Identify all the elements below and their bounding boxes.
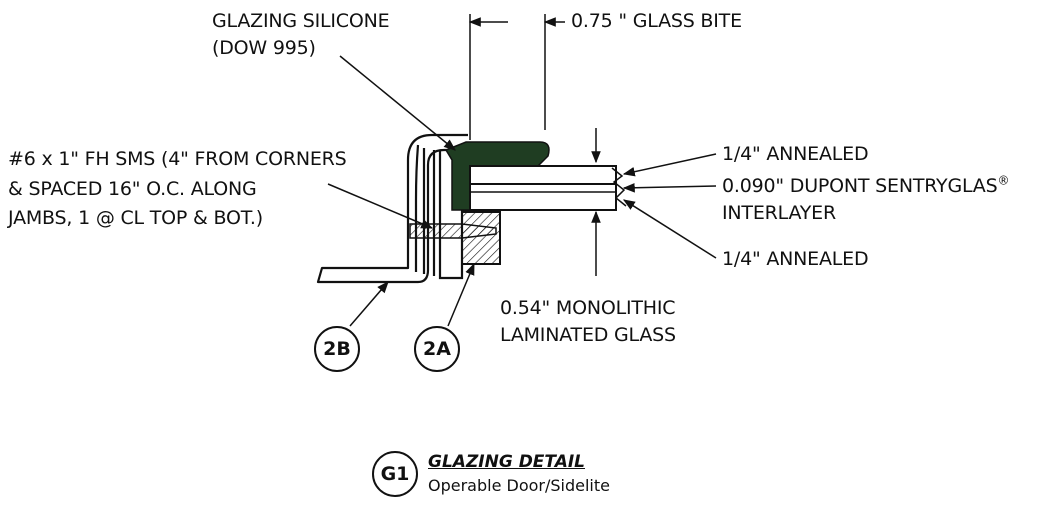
label-interlayer-2: INTERLAYER <box>722 202 836 224</box>
frame-angle-2b <box>316 133 468 284</box>
title-subtitle: Operable Door/Sidelite <box>428 476 610 495</box>
label-interlayer-text: 0.090" DUPONT SENTRYGLAS <box>722 175 998 197</box>
label-glass-bite: 0.75 " GLASS BITE <box>571 10 742 32</box>
label-glass-type-2: LAMINATED GLASS <box>500 324 676 346</box>
title-tag-g1: G1 <box>372 451 418 497</box>
screw <box>409 223 497 239</box>
registered-mark: ® <box>997 173 1010 188</box>
label-screw-line-2: & SPACED 16" O.C. ALONG <box>8 178 257 200</box>
label-pane-bottom: 1/4" ANNEALED <box>722 248 869 270</box>
leader-lines <box>327 55 717 327</box>
label-screw-line-3: JAMBS, 1 @ CL TOP & BOT.) <box>8 207 263 229</box>
glass-break-marks <box>611 167 627 207</box>
title-main: GLAZING DETAIL <box>428 452 586 472</box>
label-pane-top: 1/4" ANNEALED <box>722 143 869 165</box>
laminated-glass <box>469 165 617 211</box>
label-glass-type-1: 0.54" MONOLITHIC <box>500 297 676 319</box>
label-glazing-silicone: GLAZING SILICONE <box>212 10 390 32</box>
label-screw-line-1: #6 x 1" FH SMS (4" FROM CORNERS <box>8 148 347 170</box>
label-interlayer: 0.090" DUPONT SENTRYGLAS® <box>722 174 1009 198</box>
callout-2b: 2B <box>314 326 360 372</box>
callout-2a: 2A <box>414 326 460 372</box>
label-dow-995: (DOW 995) <box>212 37 316 59</box>
glass-bite-dimension <box>468 14 565 140</box>
